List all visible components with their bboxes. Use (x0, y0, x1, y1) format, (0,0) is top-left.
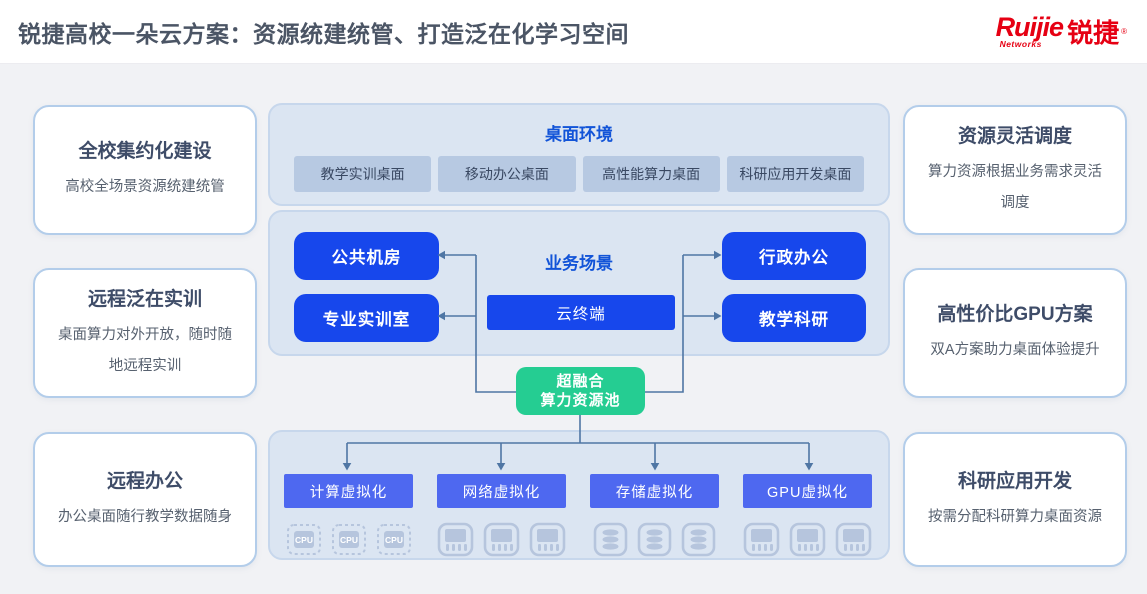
card-title: 高性价比GPU方案 (937, 304, 1093, 326)
virt-box-network: 网络虚拟化 (437, 474, 566, 508)
network-chip-icon (437, 522, 474, 557)
card-flexible-scheduling: 资源灵活调度 算力资源根据业务需求灵活调度 (903, 105, 1127, 235)
logo-latin-text: Ruijie (995, 12, 1065, 43)
card-research-dev: 科研应用开发 按需分配科研算力桌面资源 (903, 432, 1127, 567)
gpu-chip-icon (789, 522, 826, 557)
desktop-btn-research: 科研应用开发桌面 (726, 156, 864, 192)
storage-disk-icon (681, 522, 716, 557)
network-chip-icon (483, 522, 520, 557)
page-title: 锐捷高校一朵云方案：资源统建统管、打造泛在化学习空间 (18, 20, 629, 47)
box-hyperconverged-pool: 超融合 算力资源池 (516, 367, 645, 415)
logo-registered-mark: ® (1121, 27, 1127, 36)
virt-box-compute: 计算虚拟化 (284, 474, 413, 508)
section-desktop-environment: 桌面环境 教学实训桌面 移动办公桌面 高性能算力桌面 科研应用开发桌面 (268, 103, 890, 206)
card-remote-training: 远程泛在实训 桌面算力对外开放，随时随地远程实训 (33, 268, 257, 398)
card-title: 全校集约化建设 (78, 141, 212, 163)
ruijie-logo: Ruijie Networks 锐捷 ® (996, 13, 1127, 50)
card-campus-centralized: 全校集约化建设 高校全场景资源统建统管 (33, 105, 257, 235)
storage-disk-icon (593, 522, 628, 557)
pool-line2: 算力资源池 (540, 392, 621, 409)
box-cloud-terminal: 云终端 (487, 295, 675, 330)
card-title: 科研应用开发 (957, 470, 1072, 492)
virt-col-gpu: GPU虚拟化 (743, 474, 872, 557)
section-title: 业务场景 (545, 254, 613, 273)
virt-col-network: 网络虚拟化 (437, 474, 566, 557)
virt-box-storage: 存储虚拟化 (590, 474, 719, 508)
desktop-buttons-row: 教学实训桌面 移动办公桌面 高性能算力桌面 科研应用开发桌面 (294, 156, 864, 192)
network-chip-icon (529, 522, 566, 557)
cpu-chip-icon (286, 524, 321, 555)
card-gpu-solution: 高性价比GPU方案 双A方案助力桌面体验提升 (903, 268, 1127, 398)
virtualization-row: 计算虚拟化 网络虚拟化 存储虚拟化 (284, 474, 872, 557)
pool-line1: 超融合 (556, 372, 605, 390)
box-admin-office: 行政办公 (722, 232, 866, 280)
card-desc: 高校全场景资源统建统管 (65, 179, 225, 196)
virt-col-compute: 计算虚拟化 (284, 474, 413, 557)
card-title: 远程办公 (106, 470, 183, 492)
virt-box-gpu: GPU虚拟化 (743, 474, 872, 508)
card-desc: 桌面算力对外开放，随时随地远程实训 (58, 326, 232, 374)
card-desc: 按需分配科研算力桌面资源 (928, 508, 1102, 525)
section-business-scenarios: 业务场景 公共机房 专业实训室 云终端 行政办公 教学科研 (268, 210, 890, 356)
header-bar: 锐捷高校一朵云方案：资源统建统管、打造泛在化学习空间 Ruijie Networ… (0, 0, 1147, 64)
box-public-computer-room: 公共机房 (294, 232, 439, 280)
cpu-chip-icon (331, 524, 366, 555)
card-desc: 双A方案助力桌面体验提升 (930, 342, 1100, 359)
cpu-chip-icon (376, 524, 411, 555)
logo-networks-text: Networks (999, 39, 1042, 50)
card-title: 资源灵活调度 (957, 125, 1072, 147)
desktop-btn-mobile-office: 移动办公桌面 (438, 156, 576, 192)
virt-col-storage: 存储虚拟化 (590, 474, 719, 557)
card-title: 远程泛在实训 (87, 288, 202, 310)
logo-cn-text: 锐捷 (1067, 18, 1120, 48)
storage-disk-icon (637, 522, 672, 557)
desktop-btn-teaching: 教学实训桌面 (294, 156, 432, 192)
card-remote-office: 远程办公 办公桌面随行教学数据随身 (33, 432, 257, 567)
gpu-chip-icon (743, 522, 780, 557)
gpu-chip-icon (835, 522, 872, 557)
desktop-btn-hpc: 高性能算力桌面 (582, 156, 720, 192)
card-desc: 算力资源根据业务需求灵活调度 (928, 163, 1102, 211)
card-desc: 办公桌面随行教学数据随身 (58, 508, 232, 525)
section-virtualization: 计算虚拟化 网络虚拟化 存储虚拟化 (268, 430, 890, 560)
box-teaching-research: 教学科研 (722, 294, 866, 342)
section-title: 桌面环境 (545, 125, 613, 144)
box-professional-training-room: 专业实训室 (294, 294, 439, 342)
